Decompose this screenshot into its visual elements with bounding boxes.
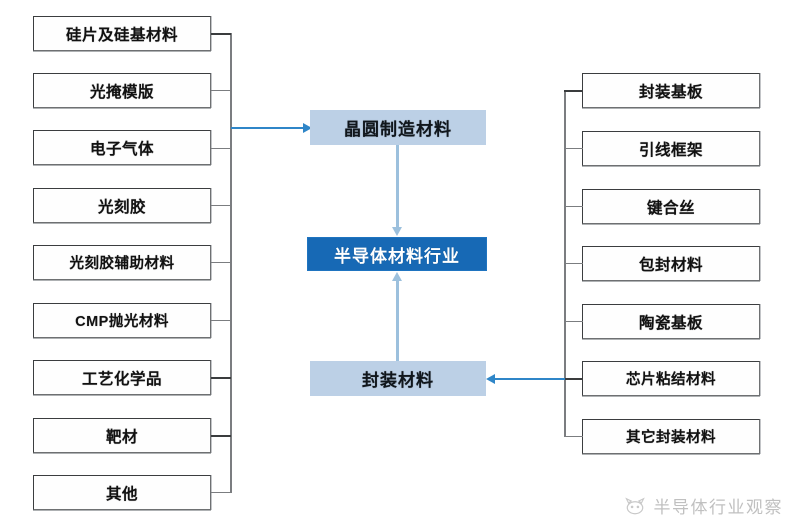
- left-item-box[interactable]: 硅片及硅基材料: [33, 16, 211, 51]
- left-item-box[interactable]: 其他: [33, 475, 211, 510]
- left-bracket-stub: [211, 148, 231, 150]
- right-item-label: 封装基板: [638, 83, 703, 101]
- left-item-label: 硅片及硅基材料: [65, 26, 178, 44]
- center-node-wafer-materials[interactable]: 晶圆制造材料: [310, 110, 486, 145]
- center-node-label: 晶圆制造材料: [344, 120, 452, 139]
- left-item-box[interactable]: CMP抛光材料: [33, 303, 211, 338]
- left-bracket-stub: [211, 377, 231, 379]
- left-item-box[interactable]: 光掩模版: [33, 73, 211, 108]
- left-item-label: 电子气体: [89, 140, 154, 158]
- packaging-to-industry-arrowhead: [392, 272, 402, 281]
- center-node-label: 半导体材料行业: [334, 246, 460, 266]
- watermark-text: 半导体行业观察: [653, 498, 783, 517]
- left-bracket-stub: [211, 90, 231, 92]
- center-node-label: 封装材料: [362, 371, 434, 390]
- right-item-box[interactable]: 芯片粘结材料: [582, 361, 760, 396]
- right-to-center-arrow-line: [494, 378, 565, 380]
- center-node-industry[interactable]: 半导体材料行业: [307, 237, 487, 271]
- left-item-box[interactable]: 光刻胶: [33, 188, 211, 223]
- left-item-label: 光刻胶: [97, 198, 146, 216]
- right-item-label: 包封材料: [638, 256, 703, 274]
- right-item-label: 芯片粘结材料: [626, 372, 716, 388]
- left-item-box[interactable]: 电子气体: [33, 130, 211, 165]
- left-item-label: 靶材: [105, 428, 138, 446]
- right-item-label: 陶瓷基板: [638, 314, 703, 332]
- left-item-box[interactable]: 工艺化学品: [33, 360, 211, 395]
- right-bracket-stub: [564, 378, 583, 380]
- packaging-to-industry-line: [396, 280, 399, 361]
- left-item-box[interactable]: 靶材: [33, 418, 211, 453]
- wafer-to-industry-line: [396, 145, 399, 228]
- left-bracket-stub: [211, 320, 231, 322]
- right-item-box[interactable]: 封装基板: [582, 73, 760, 108]
- right-bracket-stub: [564, 321, 583, 323]
- left-item-label: 工艺化学品: [81, 370, 162, 388]
- right-bracket-stub: [564, 263, 583, 265]
- wafer-to-industry-arrowhead: [392, 227, 402, 236]
- left-item-label: 光掩模版: [89, 83, 154, 101]
- right-bracket-stub: [564, 148, 583, 150]
- left-bracket-stub: [211, 33, 231, 35]
- center-node-packaging-materials[interactable]: 封装材料: [310, 361, 486, 396]
- right-bracket-stub: [564, 206, 583, 208]
- right-bracket-stub: [564, 90, 583, 92]
- left-to-center-arrow-line: [231, 127, 307, 129]
- left-item-label: CMP抛光材料: [75, 314, 169, 330]
- watermark: 半导体行业观察: [623, 493, 784, 518]
- right-item-box[interactable]: 陶瓷基板: [582, 304, 760, 339]
- cat-face-logo-icon: [624, 496, 645, 514]
- right-item-box[interactable]: 引线框架: [582, 131, 760, 166]
- right-item-label: 其它封装材料: [626, 430, 716, 446]
- right-bracket-stub: [564, 436, 583, 438]
- right-item-box[interactable]: 其它封装材料: [582, 419, 760, 454]
- right-item-label: 键合丝: [646, 199, 695, 217]
- left-bracket-stub: [211, 205, 231, 207]
- right-to-center-arrowhead: [486, 374, 495, 384]
- right-item-box[interactable]: 包封材料: [582, 246, 760, 281]
- left-to-center-arrowhead: [303, 123, 312, 133]
- left-item-label: 光刻胶辅助材料: [69, 256, 175, 272]
- right-item-label: 引线框架: [638, 141, 703, 159]
- left-bracket-stub: [211, 435, 231, 437]
- right-item-box[interactable]: 键合丝: [582, 189, 760, 224]
- left-item-box[interactable]: 光刻胶辅助材料: [33, 245, 211, 280]
- left-bracket-stub: [211, 492, 231, 494]
- left-bracket-stub: [211, 262, 231, 264]
- left-item-label: 其他: [105, 485, 138, 503]
